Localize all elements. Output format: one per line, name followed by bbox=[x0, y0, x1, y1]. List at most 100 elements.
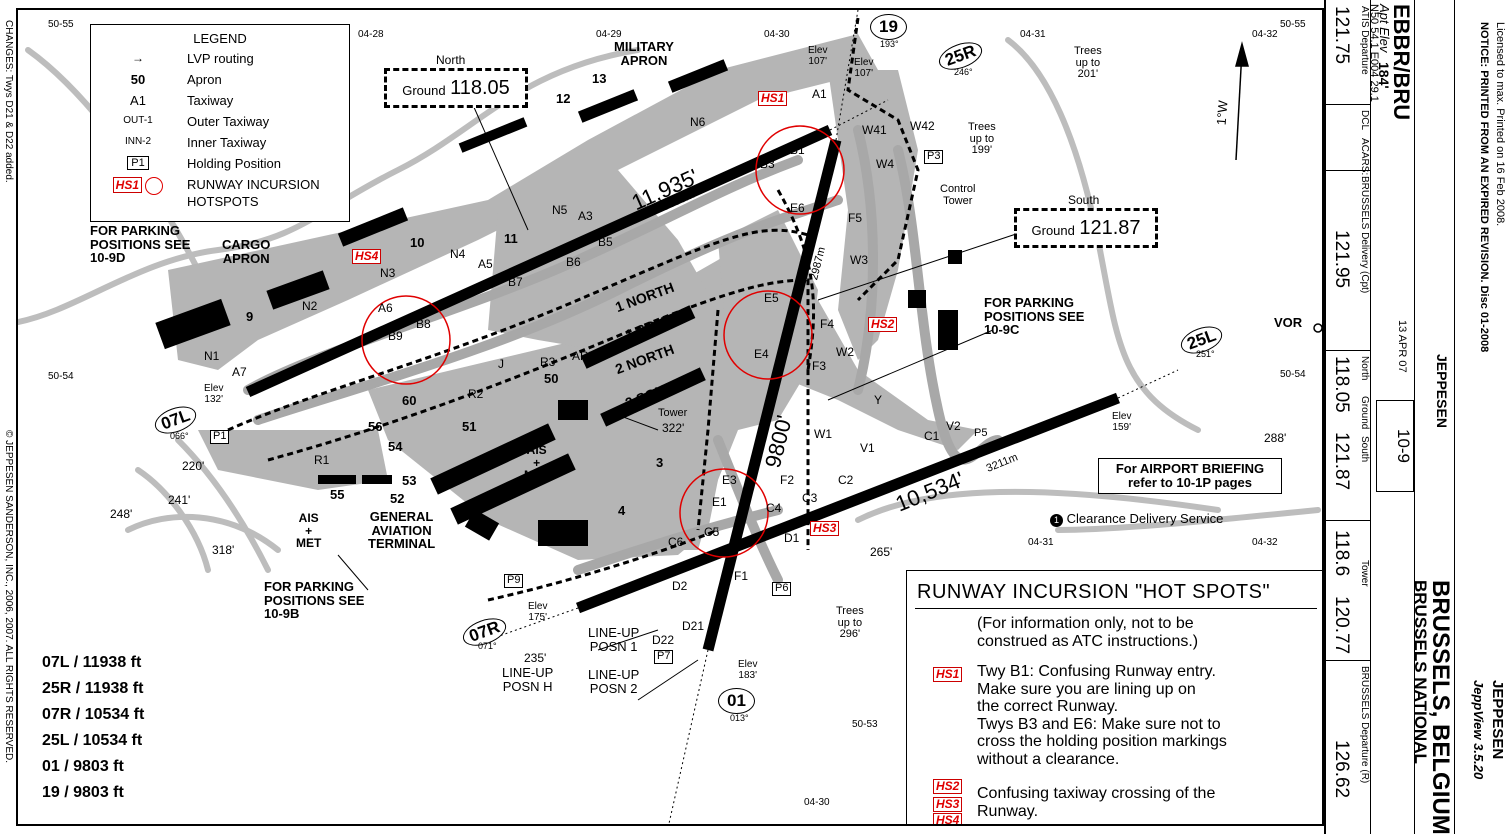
strip-row-1 bbox=[1324, 104, 1370, 105]
twy-b9: B9 bbox=[388, 329, 403, 343]
ais-met-label-1: AIS + MET bbox=[296, 511, 322, 551]
obstacle-265: 265' bbox=[870, 545, 893, 559]
holding-p6: P6 bbox=[772, 582, 792, 596]
twy-n4: N4 bbox=[450, 247, 466, 261]
twy-d22: D22 bbox=[652, 633, 675, 647]
lat-50-55-left: 50-55 bbox=[48, 19, 74, 30]
apron-11: 11 bbox=[504, 231, 518, 246]
twy-d1: D1 bbox=[784, 531, 800, 545]
tower-label: Tower bbox=[658, 407, 688, 419]
elev-132: Elev 132' bbox=[204, 383, 224, 405]
tower-elev: 322' bbox=[662, 421, 685, 435]
legend-hotspot-desc-2: HOTSPOTS bbox=[187, 194, 259, 209]
legend-holding-symbol-text: P1 bbox=[127, 156, 149, 170]
hotspots-title: RUNWAY INCURSION "HOT SPOTS" bbox=[917, 581, 1271, 603]
parking-10-9c-note: FOR PARKING POSITIONS SEE 10-9C bbox=[984, 295, 1085, 338]
holding-p1: P1 bbox=[210, 430, 230, 444]
apron-53: 53 bbox=[402, 473, 417, 488]
strip-row-3 bbox=[1324, 350, 1370, 351]
obstacle-318: 318' bbox=[212, 543, 235, 557]
apron-9: 9 bbox=[246, 309, 254, 324]
parking-10-9d-note: FOR PARKING POSITIONS SEE 10-9D bbox=[90, 223, 191, 266]
control-tower-label: Control Tower bbox=[940, 183, 976, 207]
holding-p3: P3 bbox=[924, 150, 944, 164]
lineup-posn-1: LINE-UP POSN 1 bbox=[588, 625, 640, 654]
freq-tower-1-value: 118.6 bbox=[1331, 530, 1352, 577]
runway-25l-heading: 251° bbox=[1196, 349, 1215, 359]
twy-v2: V2 bbox=[946, 419, 961, 433]
twy-a1: A1 bbox=[812, 87, 827, 101]
lineup-posn-h: LINE-UP POSN H bbox=[502, 665, 554, 694]
hotspots-hs4-tag-box: HS4 bbox=[933, 811, 963, 824]
apron-51: 51 bbox=[462, 419, 477, 434]
twy-w42: W42 bbox=[910, 119, 935, 133]
military-apron-label: MILITARY APRON bbox=[614, 39, 674, 68]
clearance-num-icon: 1 bbox=[1050, 514, 1063, 527]
hotspot-hs3-circle bbox=[679, 468, 769, 558]
hotspots-hs2-tag-box: HS2 bbox=[933, 777, 963, 795]
hotspots-hs2-tag: HS2 bbox=[933, 779, 963, 795]
freq-dcl-label: DCL bbox=[1359, 110, 1370, 131]
trees-296-label: Trees up to 296' bbox=[836, 605, 864, 641]
vor-symbol bbox=[1313, 323, 1322, 333]
twy-w2: W2 bbox=[836, 345, 854, 359]
strip-divider-title bbox=[1414, 0, 1415, 834]
buildings bbox=[155, 59, 962, 546]
twy-c3: C3 bbox=[802, 491, 818, 505]
twy-f5: F5 bbox=[848, 211, 863, 225]
twy-e3: E3 bbox=[722, 473, 737, 487]
apron-60: 60 bbox=[402, 393, 417, 408]
hotspots-hs1-tag: HS1 bbox=[933, 667, 963, 683]
twy-f1: F1 bbox=[734, 569, 749, 583]
freq-ground-label: Ground bbox=[1359, 396, 1370, 430]
elev-183: Elev 183' bbox=[738, 659, 758, 681]
parking-10-9b-note: FOR PARKING POSITIONS SEE 10-9B bbox=[264, 579, 365, 622]
lat-50-53: 50-53 bbox=[852, 719, 878, 730]
lon-04-30-bottom: 04-30 bbox=[804, 797, 830, 808]
airport-diagram: LEGEND → LVP routing 50 Apron A1 Taxiway… bbox=[16, 8, 1324, 826]
twy-e1: E1 bbox=[712, 495, 727, 509]
freq-departure-value: 126.62 bbox=[1331, 740, 1352, 799]
strip-row-4 bbox=[1324, 520, 1370, 521]
elev-107-b: Elev 107' bbox=[854, 57, 874, 79]
approach-lights bbox=[487, 10, 1179, 824]
freq-tower-2-value: 120.77 bbox=[1331, 596, 1352, 655]
legend-inner-symbol: INN-2 bbox=[124, 136, 152, 147]
legend-hotspot-symbol: HS1 bbox=[103, 177, 173, 195]
freq-departure-label: BRUSSELS Departure (R) bbox=[1359, 666, 1370, 784]
twy-b6: B6 bbox=[566, 255, 581, 269]
leader-lines bbox=[337, 104, 1029, 701]
legend-outer-symbol: OUT-1 bbox=[123, 115, 153, 126]
runway-length-item: 25R / 11938 ft bbox=[42, 680, 144, 697]
apron-56: 56 bbox=[368, 419, 383, 434]
apron-50: 50 bbox=[544, 371, 559, 386]
legend-apron-symbol: 50 bbox=[130, 72, 146, 87]
cargo-apron-label: CARGO APRON bbox=[222, 237, 271, 266]
ais-met-label-2: AIS + MET bbox=[524, 443, 550, 483]
runway-length-item: 01 / 9803 ft bbox=[42, 758, 124, 775]
header-strip: ATIS Departure 121.75 DCL ACARS: BRUSSEL… bbox=[1324, 0, 1508, 835]
twy-j: J bbox=[498, 357, 504, 371]
twy-f3: F3 bbox=[812, 359, 827, 373]
lon-04-29: 04-29 bbox=[596, 29, 622, 40]
apron-40: 40 bbox=[566, 523, 581, 538]
twy-a3: A3 bbox=[578, 209, 593, 223]
obstacle-220: 220' bbox=[182, 459, 205, 473]
twy-e5: E5 bbox=[764, 291, 779, 305]
twy-f4: F4 bbox=[820, 317, 835, 331]
airport-city: BRUSSELS, BELGIUM bbox=[1427, 580, 1454, 835]
airport-name: BRUSSELS NATIONAL bbox=[1411, 580, 1430, 764]
hotspots-hs3-tag-box: HS3 bbox=[933, 795, 963, 813]
legend-inner-desc: Inner Taxiway bbox=[187, 135, 267, 150]
general-aviation-label: GENERAL AVIATION TERMINAL bbox=[368, 509, 436, 552]
left-margin: CHANGES: Twys D21 & D22 added. © JEPPESE… bbox=[0, 10, 16, 820]
twy-b1: B1 bbox=[790, 143, 805, 157]
obstacle-235: 235' bbox=[524, 651, 547, 665]
apron-52: 52 bbox=[390, 491, 405, 506]
hotspot-hs2-tag: HS2 bbox=[868, 316, 898, 333]
apron-55: 55 bbox=[330, 487, 345, 502]
twy-y: Y bbox=[874, 393, 883, 407]
legend-taxiway-symbol: A1 bbox=[130, 93, 146, 108]
lon-04-28: 04-28 bbox=[358, 29, 384, 40]
brand-corner: JEPPESEN bbox=[1489, 680, 1506, 760]
